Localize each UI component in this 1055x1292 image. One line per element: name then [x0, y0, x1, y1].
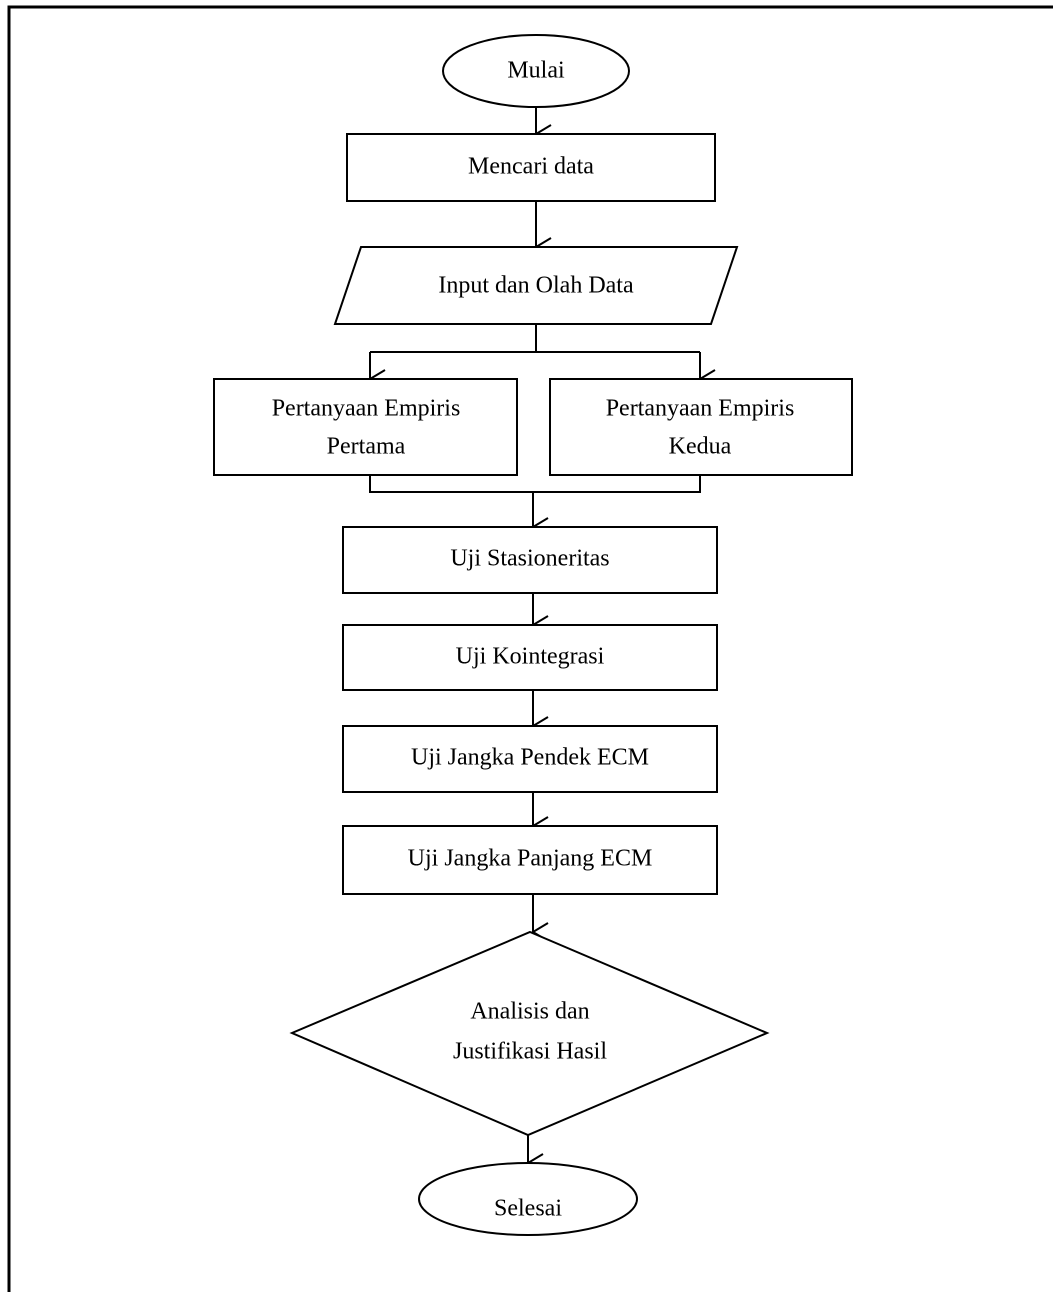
edge-questions-merge — [369, 475, 701, 493]
question-first-label-line1: Pertanyaan Empiris — [272, 396, 461, 422]
analysis-decision: Analisis dan Justifikasi Hasil — [289, 930, 770, 1137]
stationarity-test-process: Uji Stasioneritas — [342, 526, 718, 594]
cointegration-test-label: Uji Kointegrasi — [456, 644, 605, 670]
analysis-label-line1: Analisis dan — [470, 999, 589, 1025]
end-label: Selesai — [494, 1196, 562, 1222]
short-term-ecm-label: Uji Jangka Pendek ECM — [411, 745, 649, 771]
question-second-label-line2: Kedua — [669, 434, 732, 460]
start-label: Mulai — [507, 58, 565, 84]
long-term-ecm-label: Uji Jangka Panjang ECM — [408, 846, 653, 872]
cointegration-test-process: Uji Kointegrasi — [342, 624, 718, 691]
search-data-process: Mencari data — [346, 133, 716, 202]
question-first-label-line2: Pertama — [327, 434, 406, 460]
stationarity-test-label: Uji Stasioneritas — [450, 546, 609, 572]
page-border — [7, 5, 1053, 1292]
question-first-process: Pertanyaan Empiris Pertama — [213, 378, 518, 476]
long-term-ecm-process: Uji Jangka Panjang ECM — [342, 825, 718, 895]
edge-input-split — [370, 324, 700, 353]
question-second-process: Pertanyaan Empiris Kedua — [549, 378, 853, 476]
search-data-label: Mencari data — [468, 154, 594, 180]
input-process-data-shape: Input dan Olah Data — [333, 246, 739, 325]
short-term-ecm-process: Uji Jangka Pendek ECM — [342, 725, 718, 793]
start-terminator: Mulai — [442, 34, 630, 108]
analysis-label-line2: Justifikasi Hasil — [453, 1039, 607, 1065]
end-terminator: Selesai — [418, 1162, 638, 1236]
question-second-label-line1: Pertanyaan Empiris — [606, 396, 795, 422]
input-process-label: Input dan Olah Data — [438, 273, 634, 299]
